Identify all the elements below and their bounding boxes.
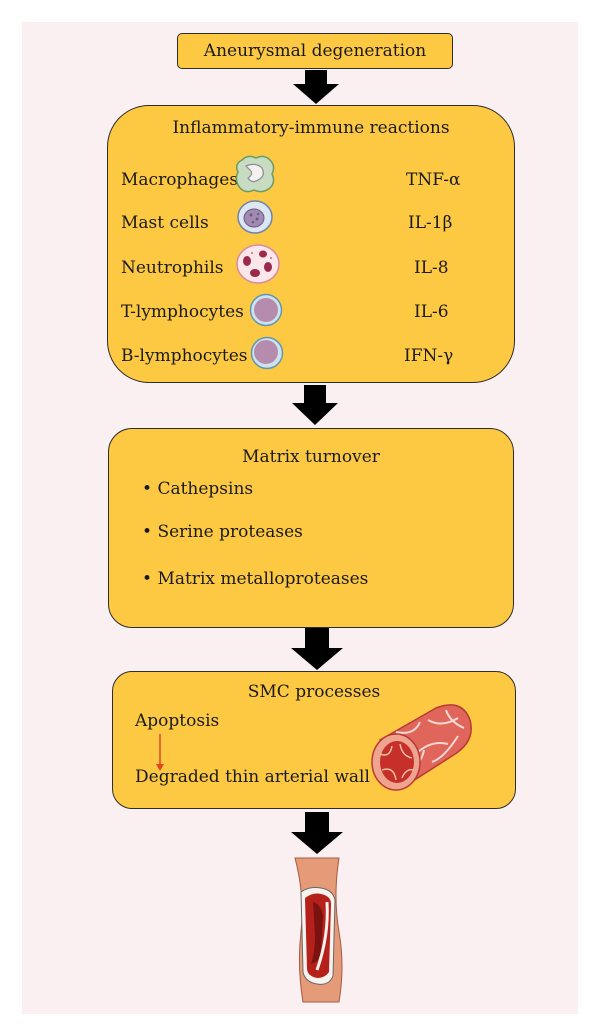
inflammatory-immune-box: Inflammatory-immune reactions	[107, 105, 515, 383]
red-down-arrow	[154, 734, 166, 772]
matrix-item-mmp: • Matrix metalloproteases	[142, 569, 369, 589]
damaged-artery-icon	[287, 856, 351, 1006]
cell-label-t-lymphocytes: T-lymphocytes	[121, 302, 244, 322]
matrix-turnover-box: Matrix turnover	[108, 428, 514, 628]
cell-label-b-lymphocytes: B-lymphocytes	[121, 346, 248, 366]
t-lymphocyte-icon	[249, 293, 283, 327]
neutrophil-icon	[235, 243, 281, 285]
cell-label-macrophages: Macrophages	[121, 170, 239, 190]
smc-degraded-wall-label: Degraded thin arterial wall	[135, 767, 370, 787]
flow-arrow-1	[291, 70, 341, 106]
cytokine-label-tnf: TNF-α	[406, 170, 461, 190]
cytokine-label-ifn: IFN-γ	[404, 346, 454, 366]
smc-apoptosis-label: Apoptosis	[135, 711, 220, 731]
b-lymphocyte-icon	[250, 336, 284, 370]
mast-cell-icon	[236, 199, 274, 235]
flow-arrow-3	[289, 628, 345, 672]
matrix-item-cathepsins: • Cathepsins	[142, 479, 254, 499]
smc-heading: SMC processes	[247, 682, 381, 702]
cytokine-label-il6: IL-6	[414, 302, 449, 322]
flow-arrow-4	[289, 812, 345, 856]
matrix-item-serine-proteases: • Serine proteases	[142, 522, 303, 542]
flow-arrow-2	[290, 385, 340, 427]
artery-section-icon	[366, 700, 476, 795]
aneurysmal-degeneration-box: Aneurysmal degeneration	[177, 33, 453, 69]
cytokine-label-il1: IL-1β	[408, 213, 453, 233]
matrix-heading: Matrix turnover	[242, 447, 380, 467]
inflammatory-heading: Inflammatory-immune reactions	[172, 118, 450, 138]
macrophage-icon	[234, 154, 276, 194]
cell-label-neutrophils: Neutrophils	[121, 258, 224, 278]
cell-label-mast-cells: Mast cells	[121, 213, 209, 233]
cytokine-label-il8: IL-8	[414, 258, 449, 278]
